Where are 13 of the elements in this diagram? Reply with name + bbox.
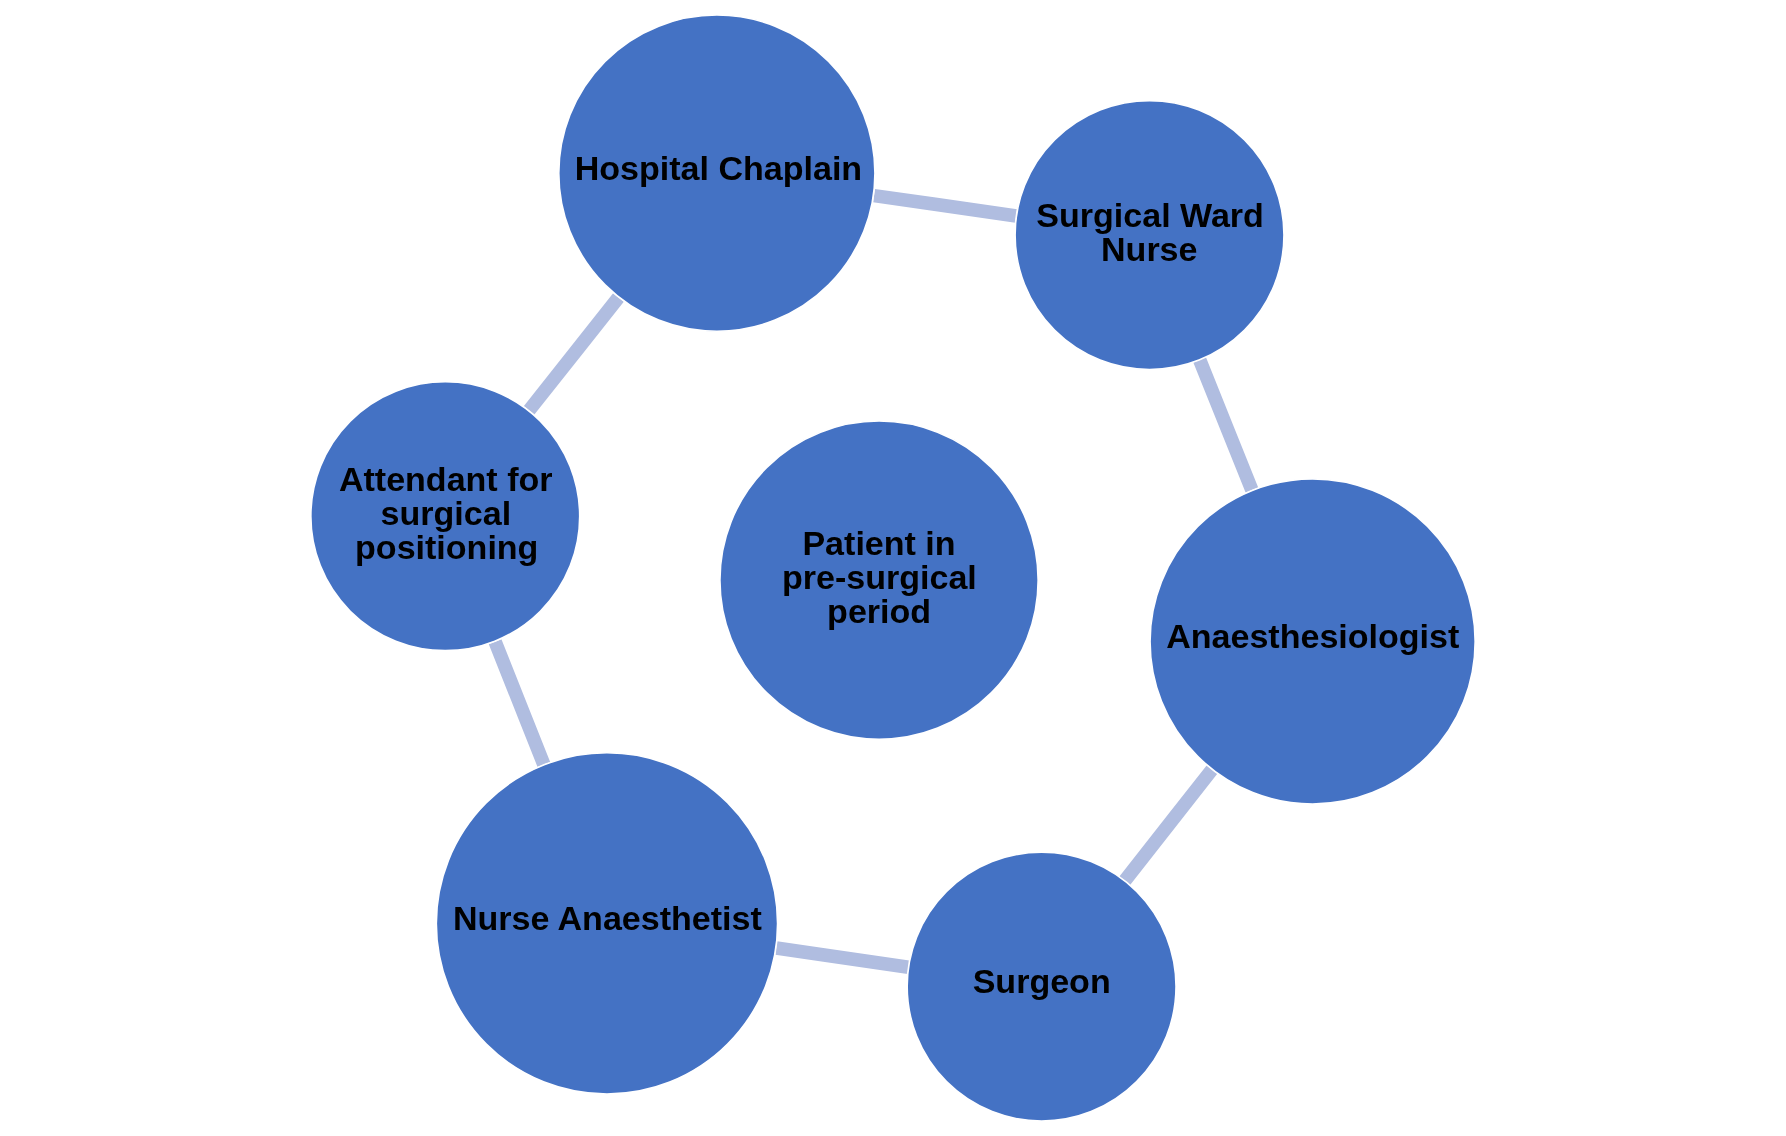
connector	[873, 188, 1018, 223]
node-circle: Surgical Ward Nurse	[1014, 99, 1285, 371]
connector	[488, 639, 551, 767]
node-circle: Anaesthesiologist	[1149, 477, 1477, 805]
node-circle: Surgeon	[906, 851, 1177, 1122]
node-circle: Patient in pre-surgical period	[719, 420, 1040, 741]
node-circle: Hospital Chaplain	[557, 14, 876, 333]
connector	[1193, 357, 1259, 493]
node-circle: Attendant for surgical positioning	[309, 380, 581, 652]
connector	[523, 293, 624, 415]
node-circle: Nurse Anaesthetist	[435, 751, 779, 1095]
connector	[1119, 765, 1218, 885]
connector	[775, 941, 910, 974]
